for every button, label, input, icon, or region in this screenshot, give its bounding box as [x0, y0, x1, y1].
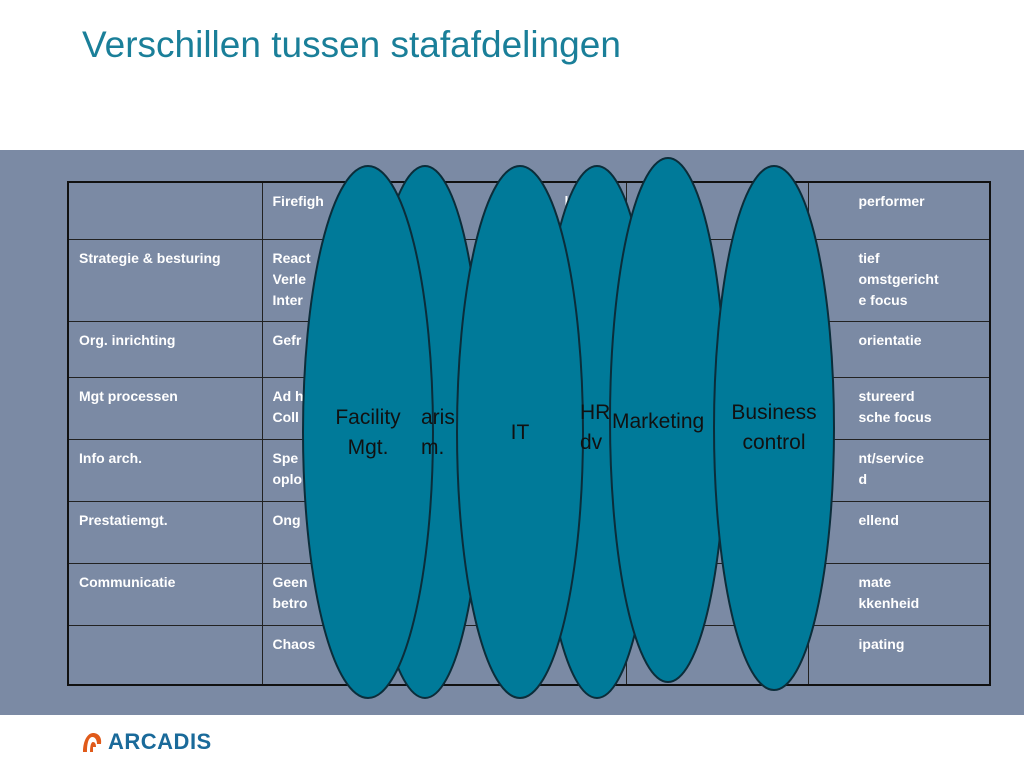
cell: mate kkenheid [807, 562, 991, 626]
cell: React Verle Inter [261, 238, 445, 322]
table-row: Prestatiemgt. Ong ellend [67, 500, 991, 564]
header-cell-col2: kkec [443, 181, 627, 240]
table-header-row: Firefigh kkec r performer [67, 181, 991, 240]
cell: orientatie [807, 320, 991, 378]
table-row: Org. inrichting Gefr orientatie [67, 320, 991, 378]
slide-title: Verschillen tussen stafafdelingen [82, 24, 621, 65]
header-cell-empty [67, 181, 263, 240]
cell: d [625, 562, 809, 626]
oval-label-business-control: Business control [731, 401, 817, 454]
cell: Chaos [261, 624, 445, 686]
cell: Gefr [261, 320, 445, 378]
cell [625, 624, 809, 686]
cell [625, 500, 809, 564]
cell: tief omstgericht e focus [807, 238, 991, 322]
table-row: Info arch. Spe oplo nt/service d [67, 438, 991, 502]
header-cell-firefighter: Firefigh [261, 181, 445, 240]
row-label: Org. inrichting [67, 320, 263, 378]
row-label: Strategie & besturing [67, 238, 263, 322]
cell: Ong [261, 500, 445, 564]
header-cell-col3: r [625, 181, 809, 240]
cell: ipating [807, 624, 991, 686]
oval-label-juridisch: aris m. [421, 406, 455, 459]
row-label [67, 624, 263, 686]
arcadis-mark-icon [83, 733, 102, 752]
row-label: Prestatiemgt. [67, 500, 263, 564]
cell [625, 238, 809, 322]
oval-label-it: IT [510, 421, 530, 444]
logo-text: ARCADIS [108, 729, 212, 754]
cell [443, 320, 627, 378]
table-row: Chaos nt ipating [67, 624, 991, 686]
table-row: Communicatie Geen betro d mate kkenheid [67, 562, 991, 626]
cell: nt/service d [807, 438, 991, 502]
cell [443, 500, 627, 564]
table-row: Strategie & besturing React Verle Inter … [67, 238, 991, 322]
cell [443, 562, 627, 626]
row-label: Mgt processen [67, 376, 263, 440]
cell: ellend [807, 500, 991, 564]
cell: nt [443, 624, 627, 686]
row-label: Info arch. [67, 438, 263, 502]
oval-label-facility-mgt: Facility Mgt. [335, 406, 401, 459]
oval-label-marketing: Marketing [612, 410, 705, 433]
cell [625, 320, 809, 378]
oval-label-hr-advies: HR dv [580, 401, 610, 454]
row-label: Communicatie [67, 562, 263, 626]
arcadis-logo: ARCADIS [80, 729, 212, 755]
cell: stureerd sche focus [807, 376, 991, 440]
cell [443, 238, 627, 322]
header-cell-topperformer: performer [807, 181, 991, 240]
cell: Geen betro [261, 562, 445, 626]
